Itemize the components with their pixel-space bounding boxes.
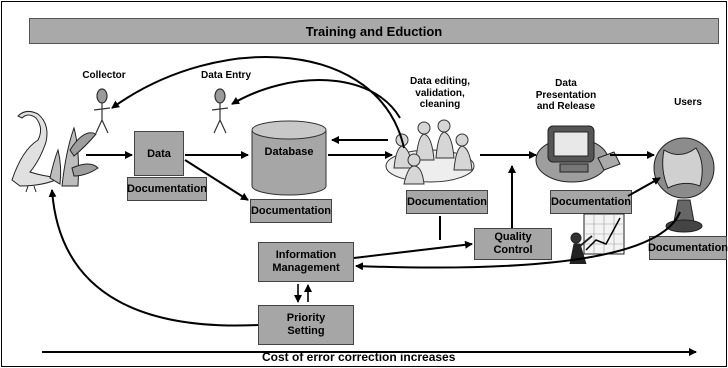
data-entry-label: Data Entry	[200, 70, 251, 81]
data-entry-figure-icon	[211, 88, 229, 134]
database-cylinder	[251, 120, 327, 196]
collector-label: Collector	[82, 70, 126, 81]
globe-microscope-icon	[653, 137, 715, 233]
data-box-label: Data	[147, 148, 171, 160]
computer-icon	[535, 125, 621, 183]
data-documentation-box: Documentation	[127, 177, 207, 201]
database-documentation-box: Documentation	[250, 199, 332, 223]
information-management-box: Information Management	[258, 242, 354, 282]
collector-figure-icon	[93, 88, 111, 134]
presentation-documentation-box: Documentation	[550, 190, 632, 214]
users-label: Users	[674, 97, 702, 108]
training-banner: Training and Eduction	[29, 18, 719, 44]
data-box: Data	[134, 131, 184, 176]
data-presentation-label: Data Presentation and Release	[535, 78, 597, 112]
quality-control-box: Quality Control	[474, 228, 552, 260]
presenter-chart-icon	[569, 213, 625, 265]
team-meeting-icon	[385, 119, 475, 185]
data-editing-label: Data editing, validation, cleaning	[409, 76, 470, 110]
priority-setting-box: Priority Setting	[258, 305, 354, 345]
cost-footer: Cost of error correction increases	[262, 350, 456, 364]
nature-heron-icon	[11, 110, 99, 193]
editing-documentation-box: Documentation	[406, 190, 488, 214]
database-label: Database	[264, 146, 314, 158]
users-documentation-box: Documentation	[648, 236, 728, 260]
